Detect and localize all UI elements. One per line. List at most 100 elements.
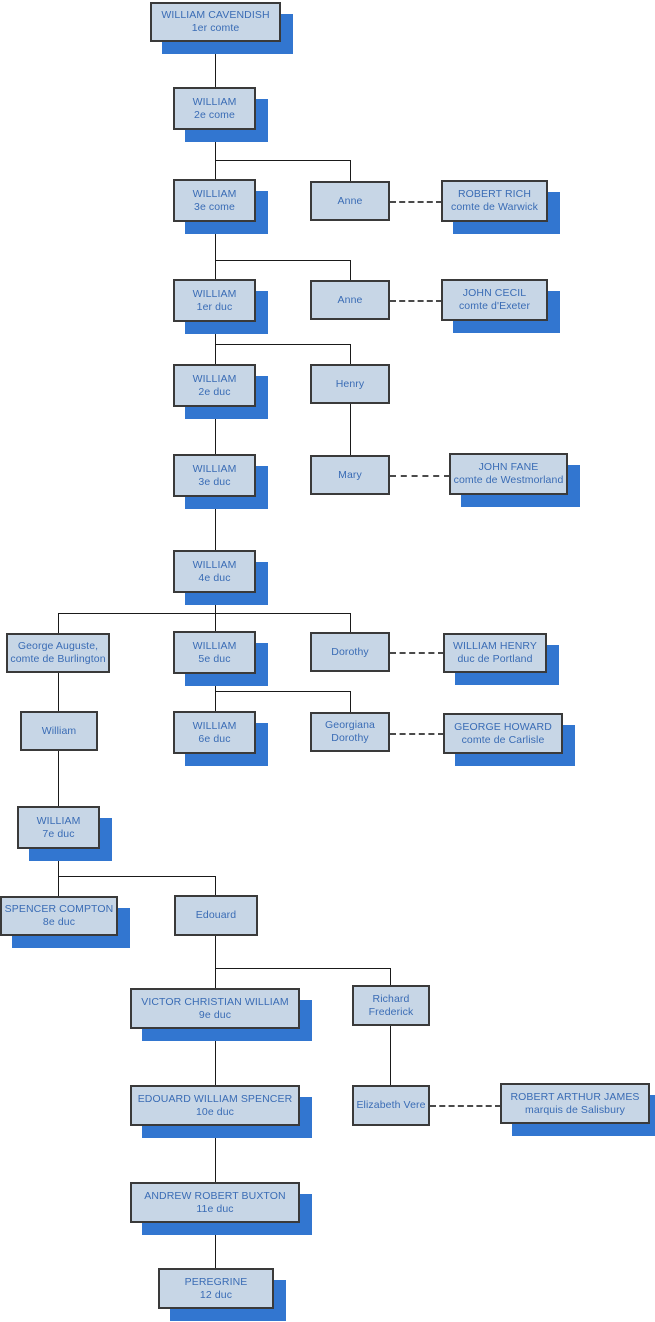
person-name: Elizabeth Vere <box>356 1099 426 1111</box>
person-title: Dorothy <box>331 732 369 744</box>
connector-georgiana-drop <box>350 691 351 712</box>
person-name: George Auguste, <box>17 640 99 652</box>
person-name: Richard <box>372 992 410 1005</box>
person-title: comte de Carlisle <box>461 733 545 746</box>
marriage-link-anne-johncecil <box>390 300 442 302</box>
person-name: Edouard <box>195 909 237 921</box>
person-name: WILLIAM <box>192 95 237 108</box>
person-name: Mary <box>338 468 362 481</box>
connector-n5-drop <box>215 344 216 364</box>
connector-edouard-drop <box>215 876 216 895</box>
person-title: 1er duc <box>196 300 233 313</box>
person-name: PEREGRINE <box>184 1275 248 1288</box>
person-title: 11e duc <box>196 1202 234 1215</box>
person-node-s3[interactable]: Anne <box>310 181 390 221</box>
connector-n8-drop-mid <box>215 613 216 631</box>
person-name: ROBERT ARTHUR JAMES <box>510 1090 640 1103</box>
person-node-c13[interactable]: Elizabeth Vere <box>352 1085 430 1126</box>
person-name: Dorothy <box>331 645 369 658</box>
person-name: JOHN FANE <box>478 461 539 473</box>
connector-burlington-to-william <box>58 673 59 711</box>
person-title: 5e duc <box>198 652 231 665</box>
marriage-link-elizabethvere-robertarthur <box>430 1105 501 1107</box>
connector-n12-drop <box>215 968 216 988</box>
marriage-link-anne-robertrich <box>390 201 442 203</box>
person-name: Anne <box>337 293 363 306</box>
person-name: WILLIAM <box>192 462 237 475</box>
person-name: ANDREW ROBERT BUXTON <box>144 1189 286 1202</box>
connector-richard-to-elizabeth <box>390 1026 391 1085</box>
person-title: 8e duc <box>42 916 76 928</box>
person-title: 3e come <box>194 200 235 213</box>
connector-n1-to-n2 <box>215 42 216 87</box>
person-name: EDOUARD WILLIAM SPENCER <box>137 1092 293 1105</box>
person-name: Georgiana <box>325 719 375 731</box>
connector-n4-children-bar <box>215 344 351 345</box>
person-name: JOHN CECIL <box>462 287 527 299</box>
connector-n10-children-bar <box>58 876 216 877</box>
person-title: 1er comte <box>191 22 240 34</box>
connector-n3-drop <box>215 160 216 179</box>
connector-henry-to-mary <box>350 404 351 455</box>
connector-n3-to-n4 <box>215 222 216 260</box>
person-name: WILLIAM <box>192 639 237 652</box>
person-node-b8[interactable]: William <box>20 711 98 751</box>
connector-n6-to-n7 <box>215 497 216 550</box>
person-title: 10e duc <box>195 1105 235 1118</box>
person-title: 4e duc <box>198 571 231 584</box>
connector-n2-down <box>215 130 216 160</box>
person-title: comte de Burlington <box>10 653 106 665</box>
person-node-c5[interactable]: Henry <box>310 364 390 404</box>
person-name: ROBERT RICH <box>457 188 532 200</box>
marriage-link-georgiana-georgehoward <box>390 733 444 735</box>
marriage-link-dorothy-williamhenry <box>390 652 444 654</box>
person-title: 6e duc <box>198 732 231 745</box>
person-node-c11[interactable]: Edouard <box>174 895 258 936</box>
person-node-c6[interactable]: Mary <box>310 455 390 495</box>
person-node-s4[interactable]: Anne <box>310 280 390 320</box>
person-title: 7e duc <box>42 827 75 840</box>
connector-n8-children-drop <box>215 691 216 711</box>
person-title: 3e duc <box>198 475 231 488</box>
person-name: SPENCER COMPTON <box>4 903 114 915</box>
connector-n2-children-bar <box>215 160 351 161</box>
connector-richard-drop <box>390 968 391 985</box>
person-title: 2e come <box>194 108 235 121</box>
connector-n14-to-n15 <box>215 1223 216 1268</box>
person-title: marquis de Salisbury <box>524 1103 626 1116</box>
person-node-b7[interactable]: George Auguste,comte de Burlington <box>6 633 110 673</box>
person-node-s8[interactable]: Dorothy <box>310 632 390 672</box>
person-title: comte de Warwick <box>451 201 538 213</box>
person-title: 12 duc <box>199 1288 233 1301</box>
person-name: William <box>41 724 77 737</box>
person-name: WILLIAM <box>192 287 237 300</box>
person-title: Frederick <box>368 1005 414 1018</box>
connector-edouard-child-bar <box>215 968 391 969</box>
connector-n5-to-n6 <box>215 407 216 454</box>
person-name: WILLIAM <box>192 719 237 732</box>
